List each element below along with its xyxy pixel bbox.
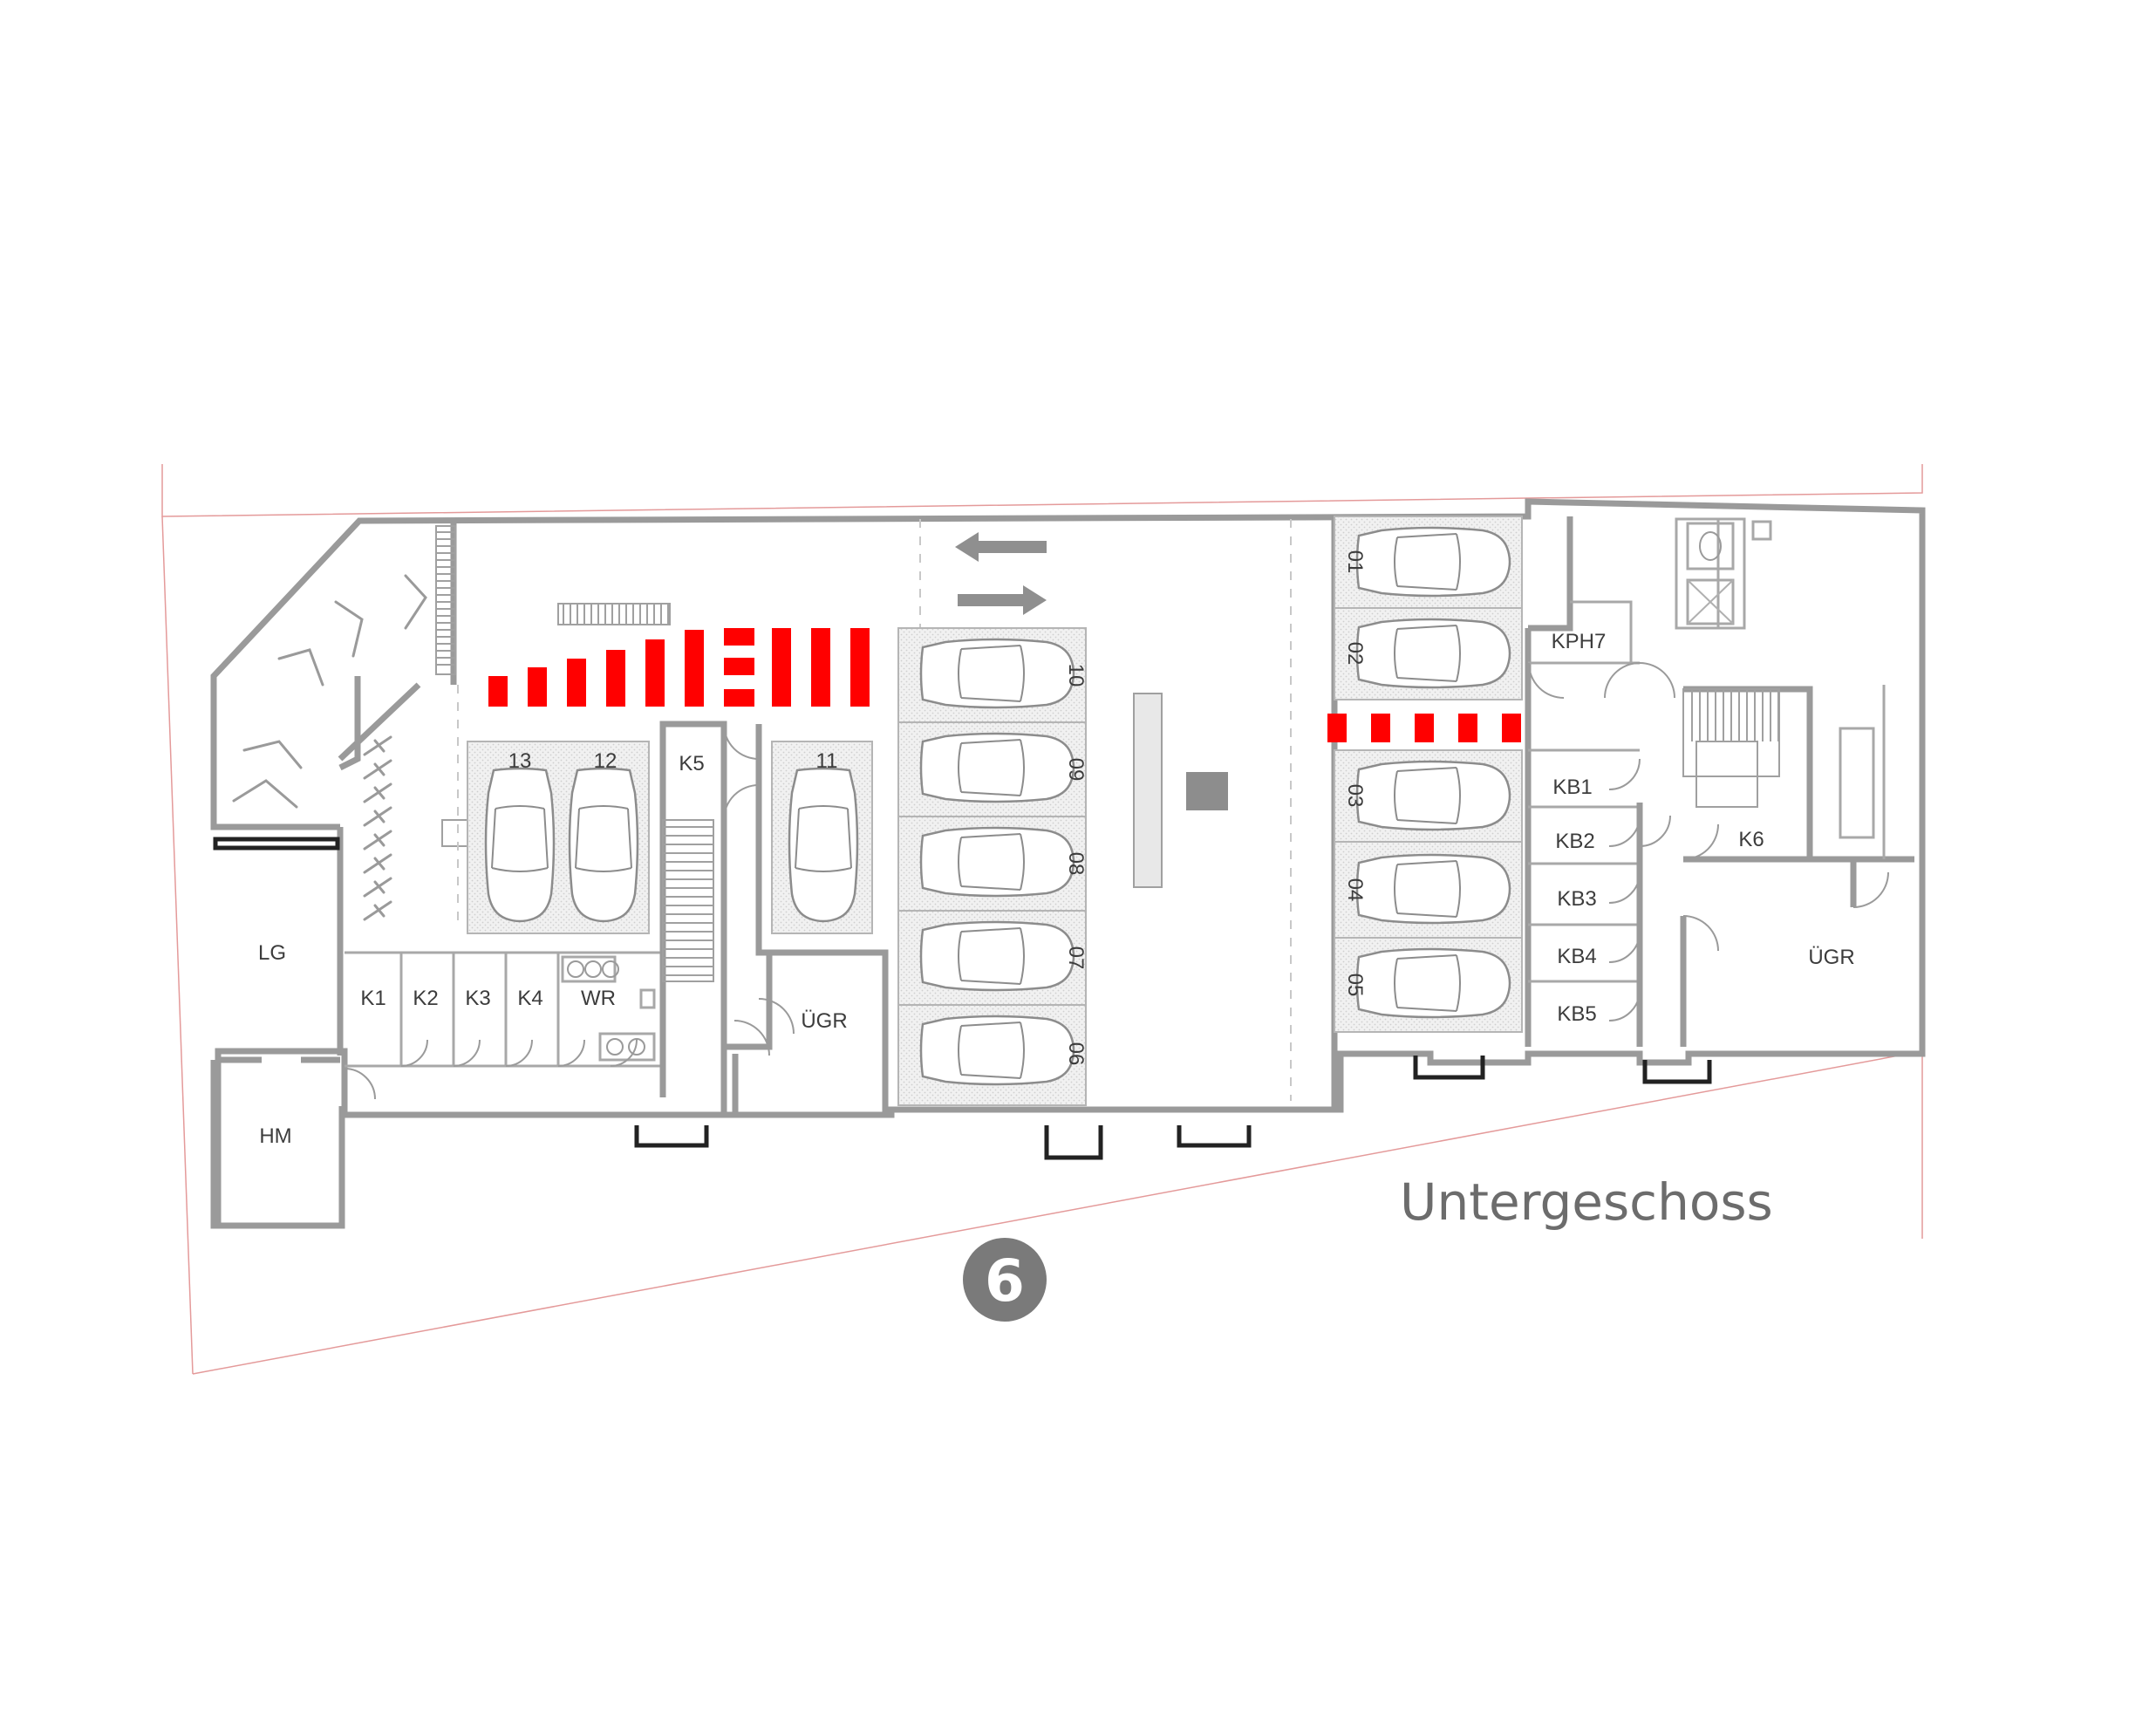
- bicycle-icon: [363, 900, 392, 921]
- building-outline: [210, 498, 1926, 1229]
- parking-label-02: 02: [1343, 642, 1367, 666]
- plan-title: Untergeschoss: [1400, 1172, 1773, 1232]
- parking-label-05: 05: [1343, 974, 1367, 997]
- wr-fixtures: [561, 955, 656, 1062]
- bicycle-frame: [363, 759, 392, 780]
- parking-label-08: 08: [1064, 852, 1088, 876]
- room-label-k5: K5: [679, 752, 704, 776]
- room-label-wr: WR: [581, 987, 616, 1010]
- bicycle-frame: [363, 853, 392, 874]
- room-label-kb5: KB5: [1557, 1002, 1596, 1026]
- exterior-chevrons: [232, 574, 427, 809]
- parking-label-09: 09: [1064, 758, 1088, 782]
- parking-label-12: 12: [594, 749, 617, 773]
- direction-arrow-icon: [955, 532, 1047, 615]
- red-markers: [488, 628, 1521, 742]
- room-label-k2: K2: [413, 987, 438, 1010]
- parking-label-06: 06: [1064, 1042, 1088, 1066]
- bicycle-icon: [363, 830, 392, 851]
- parking-label-13: 13: [508, 749, 532, 773]
- bicycle-icon: [363, 806, 392, 827]
- bicycle-frame: [363, 806, 392, 827]
- bicycle-icon: [363, 877, 392, 898]
- badge-number: 6: [985, 1247, 1025, 1315]
- parking-label-03: 03: [1343, 784, 1367, 808]
- bicycle-frame: [363, 830, 392, 851]
- interior-walls: [345, 516, 1914, 1115]
- bicycle-frame: [373, 810, 385, 823]
- sanitary-area: [1686, 520, 1886, 859]
- room-label-ugr-left: ÜGR: [801, 1009, 847, 1033]
- bicycle-frame: [373, 880, 385, 894]
- toilet-icon: [1686, 522, 1735, 571]
- bicycle-icon: [363, 735, 392, 921]
- bicycle-frame: [373, 762, 385, 776]
- room-label-kb1: KB1: [1552, 776, 1592, 799]
- room-label-hm: HM: [259, 1124, 291, 1148]
- bicycle-frame: [373, 904, 385, 918]
- room-label-kb4: KB4: [1557, 945, 1596, 968]
- badge-circle: [963, 1238, 1047, 1322]
- bicycle-frame: [363, 900, 392, 921]
- room-label-ugr-right: ÜGR: [1808, 946, 1854, 969]
- bicycle-frame: [363, 877, 392, 898]
- room-label-k3: K3: [465, 987, 490, 1010]
- plan-badge: 6: [963, 1238, 1047, 1322]
- bicycle-icon: [363, 759, 392, 780]
- room-label-lg: LG: [258, 941, 286, 965]
- window-marks: [213, 837, 1712, 1160]
- pillar: [1186, 772, 1228, 810]
- bicycle-frame: [363, 782, 392, 803]
- bicycle-frame: [373, 857, 385, 871]
- parking-numbers: 13 12 11 10 09 08 07 06 01 02 03 04 05: [508, 550, 1367, 1066]
- parking-label-04: 04: [1343, 878, 1367, 902]
- bicycle-frame: [373, 739, 385, 753]
- shower-icon: [1686, 578, 1735, 625]
- bicycle-frame: [363, 735, 392, 756]
- bicycle-icon: [363, 853, 392, 874]
- lane-lines: [457, 519, 1292, 1101]
- room-label-k6: K6: [1738, 828, 1764, 851]
- parking-label-10: 10: [1064, 664, 1088, 687]
- bicycle-icon: [363, 735, 392, 756]
- bicycle-frame: [373, 786, 385, 800]
- door-swings: [344, 662, 1889, 1100]
- stair-icon: [435, 525, 1780, 982]
- room-label-kb3: KB3: [1557, 887, 1596, 911]
- bicycle-frame: [373, 833, 385, 847]
- bicycle-icon: [363, 782, 392, 803]
- parking-label-07: 07: [1064, 946, 1088, 970]
- room-label-kph7: KPH7: [1552, 630, 1607, 653]
- room-labels: LG HM K1 K2 K3 K4 WR K5 ÜGR KPH7 KB1 KB2…: [258, 630, 1855, 1148]
- room-label-k4: K4: [517, 987, 542, 1010]
- room-label-k1: K1: [360, 987, 385, 1010]
- room-label-kb2: KB2: [1555, 830, 1594, 853]
- parking-label-11: 11: [816, 749, 838, 773]
- parking-label-01: 01: [1343, 550, 1367, 574]
